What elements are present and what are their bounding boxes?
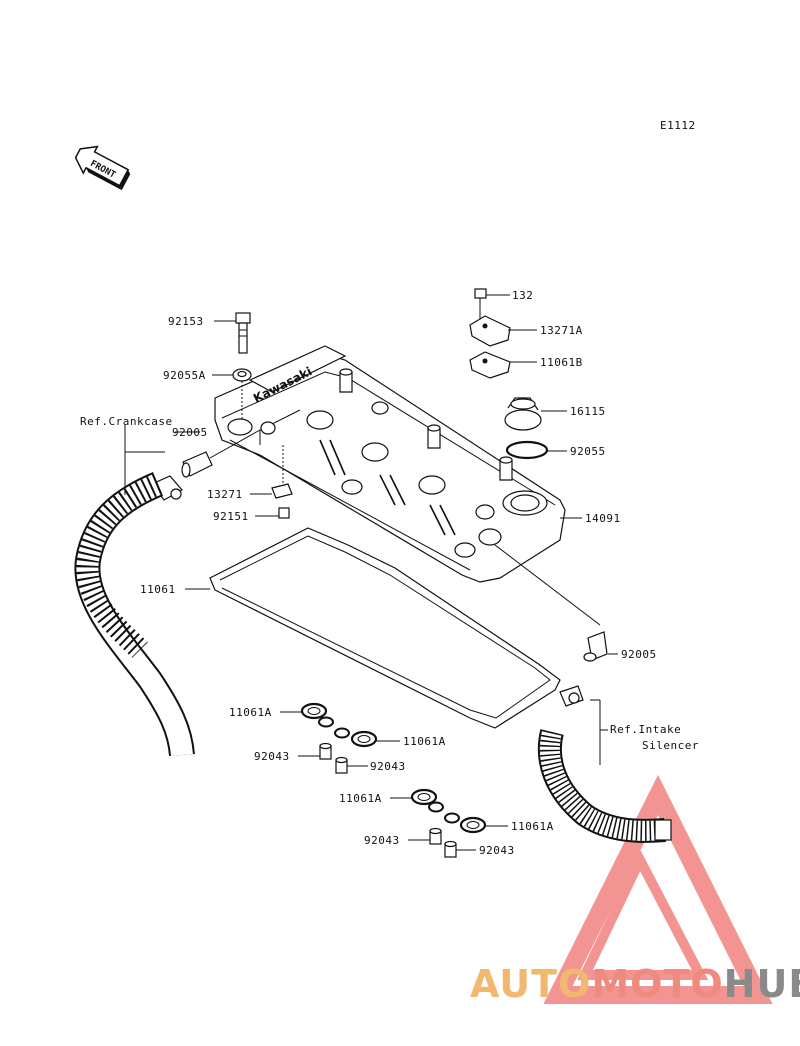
watermark-logo-icon	[543, 774, 773, 1004]
label-92153: 92153	[168, 315, 204, 328]
oil-filler-cap-16115	[504, 397, 542, 431]
ref-crankcase-label: Ref.Crankcase	[80, 415, 173, 428]
seal-small-1	[318, 716, 350, 739]
label-132: 132	[512, 289, 533, 302]
label-92055A: 92055A	[163, 369, 206, 382]
fitting-92005-right	[583, 631, 608, 662]
washer-92055A	[232, 368, 252, 382]
gasket-11061B	[469, 351, 511, 379]
o-ring-92055	[505, 440, 549, 460]
label-92043-3: 92043	[364, 834, 400, 847]
collar-92043-2	[335, 756, 348, 774]
seal-11061A-3	[410, 788, 438, 806]
front-arrow-icon: FRONT	[74, 145, 131, 191]
seal-11061A-4	[459, 816, 487, 834]
bolt-92151	[278, 507, 290, 519]
watermark-part-hub: HUB	[723, 962, 800, 1006]
label-11061A-4: 11061A	[511, 820, 554, 833]
label-14091: 14091	[585, 512, 621, 525]
label-16115: 16115	[570, 405, 606, 418]
plate-13271A	[469, 315, 511, 347]
seal-11061A-1	[300, 702, 328, 720]
label-13271: 13271	[207, 488, 243, 501]
collar-92043-1	[319, 742, 332, 760]
watermark-part-auto: AUTO	[470, 962, 592, 1006]
label-92043-1: 92043	[254, 750, 290, 763]
seal-11061A-2	[350, 730, 378, 748]
collar-92043-3	[429, 827, 442, 845]
seal-small-2	[428, 801, 460, 824]
watermark-part-moto: MOTO	[591, 962, 724, 1006]
label-92005-right: 92005	[621, 648, 657, 661]
label-11061: 11061	[140, 583, 176, 596]
watermark-text: AUTOMOTOHUB	[470, 962, 800, 1006]
hose-clamp-right	[559, 685, 584, 707]
label-92151: 92151	[213, 510, 249, 523]
bolt-92153	[235, 312, 251, 354]
label-11061A-3: 11061A	[339, 792, 382, 805]
ref-intake-label: Ref.Intake	[610, 723, 681, 736]
label-13271A: 13271A	[540, 324, 583, 337]
ref-silencer-label: Silencer	[642, 739, 699, 752]
crankcase-breather-hose	[74, 472, 195, 757]
bolt-132	[474, 288, 487, 320]
label-11061A-1: 11061A	[229, 706, 272, 719]
label-11061A-2: 11061A	[403, 735, 446, 748]
diagram-code: E1112	[660, 119, 696, 132]
label-92043-4: 92043	[479, 844, 515, 857]
label-92005-top: 92005	[172, 426, 208, 439]
intake-silencer-hose	[537, 729, 672, 843]
valve-cover: Kawasaki	[214, 345, 566, 583]
label-92055: 92055	[570, 445, 606, 458]
label-92043-2: 92043	[370, 760, 406, 773]
head-cover-gasket	[209, 527, 561, 729]
fitting-92005-left	[181, 451, 213, 478]
collar-92043-4	[444, 840, 457, 858]
label-11061B: 11061B	[540, 356, 583, 369]
plate-13271	[271, 483, 293, 499]
